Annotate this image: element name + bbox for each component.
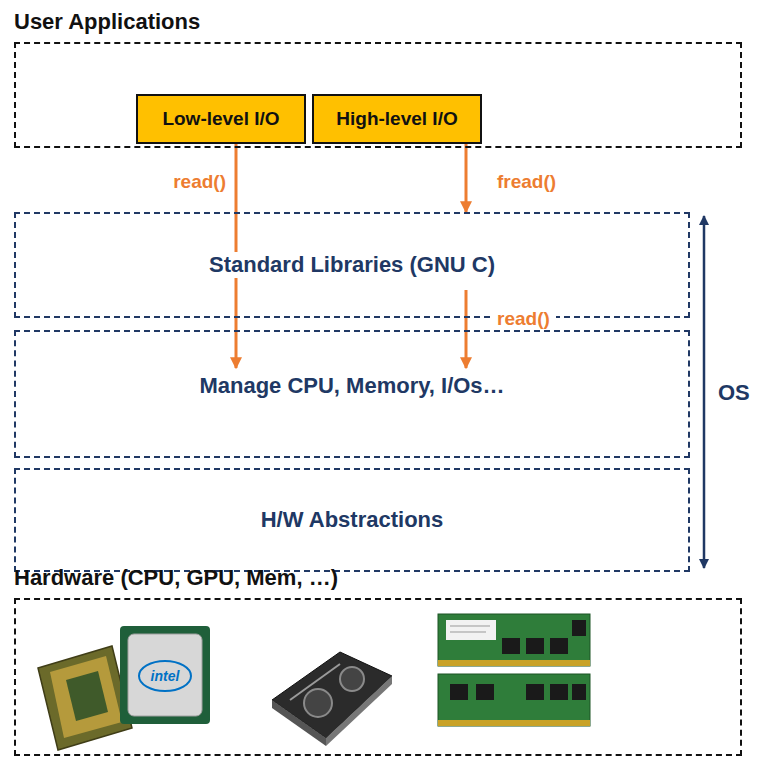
os-layer-box: Standard Libraries (GNU C) xyxy=(14,212,690,318)
box-text: Low-level I/O xyxy=(162,108,279,130)
arrow-connector xyxy=(465,144,468,212)
gpu-illustration xyxy=(272,652,392,746)
layer-box: Hardware (CPU, GPU, Mem, …) xyxy=(14,598,742,756)
os-span-arrow xyxy=(703,216,706,568)
edge-label: fread() xyxy=(497,171,556,193)
box-text: Manage CPU, Memory, I/Os… xyxy=(195,373,508,399)
layer-box: Low-level I/OHigh-level I/OUser Applicat… xyxy=(14,42,742,148)
edge-label: read() xyxy=(173,171,226,193)
box-heading: Hardware (CPU, GPU, Mem, …) xyxy=(14,565,338,591)
os-label: OS xyxy=(718,380,750,406)
os-layer-box: H/W Abstractions xyxy=(14,468,690,572)
box-text: High-level I/O xyxy=(336,108,457,130)
logo-text: intel xyxy=(151,668,180,684)
arrow-connector xyxy=(465,290,468,368)
io-box: High-level I/O xyxy=(312,94,482,144)
edge-label: read() xyxy=(491,308,556,330)
ram-illustration xyxy=(438,614,590,726)
io-box: Low-level I/O xyxy=(136,94,306,144)
os-layer-box: Manage CPU, Memory, I/Os… xyxy=(14,330,690,458)
box-heading: User Applications xyxy=(14,9,200,35)
box-text: Standard Libraries (GNU C) xyxy=(205,252,499,278)
cpu-illustration xyxy=(38,626,210,750)
box-text: H/W Abstractions xyxy=(257,507,448,533)
